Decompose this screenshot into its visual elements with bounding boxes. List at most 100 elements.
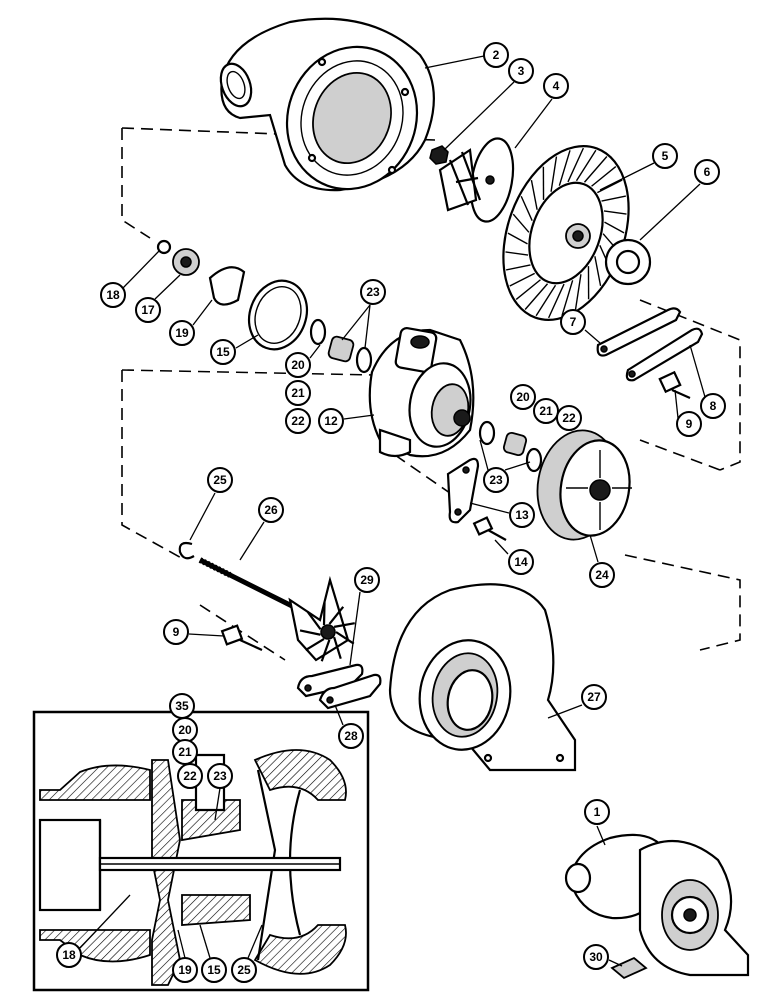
lock-plates-upper bbox=[596, 307, 704, 382]
fin-line bbox=[603, 210, 627, 215]
callout-label: 2 bbox=[493, 48, 500, 62]
leader-line-c18a bbox=[122, 249, 161, 289]
compressor-back-plate bbox=[502, 145, 630, 321]
callout-circle bbox=[172, 957, 198, 983]
callout-circle bbox=[533, 398, 559, 424]
leader-line-c7 bbox=[584, 329, 601, 344]
callout-circle bbox=[509, 502, 535, 528]
leader-line-c2 bbox=[424, 55, 485, 69]
turbine-shaft-wheel bbox=[198, 557, 355, 662]
callout-circle bbox=[560, 309, 586, 335]
turbine-blade bbox=[333, 622, 355, 628]
callout-c21c: 21 bbox=[172, 739, 198, 765]
callout-label: 17 bbox=[141, 303, 155, 317]
callout-label: 4 bbox=[553, 79, 560, 93]
leader-line-c19a bbox=[192, 299, 213, 326]
callout-c4: 4 bbox=[543, 73, 569, 99]
callout-c20b: 20 bbox=[510, 384, 536, 410]
callout-label: 8 bbox=[710, 399, 717, 413]
thrust-parts-left bbox=[156, 239, 309, 351]
callout-circle bbox=[169, 320, 195, 346]
callout-c18b: 18 bbox=[56, 942, 82, 968]
callout-circle bbox=[285, 408, 311, 434]
callout-label: 13 bbox=[515, 508, 529, 522]
callout-c17: 17 bbox=[135, 297, 161, 323]
leader-line-c23c bbox=[214, 787, 221, 821]
callout-label: 27 bbox=[587, 690, 601, 704]
leader-line-c5 bbox=[599, 162, 655, 191]
fin-line bbox=[601, 195, 627, 202]
bearing-rings-lower bbox=[478, 420, 543, 473]
leader-line-c12 bbox=[343, 414, 375, 420]
callout-label: 28 bbox=[344, 729, 358, 743]
fin-line bbox=[520, 195, 533, 221]
callout-label: 23 bbox=[213, 769, 227, 783]
leader-line-c15a bbox=[235, 334, 259, 349]
fin-line bbox=[512, 213, 530, 233]
callout-circle bbox=[56, 942, 82, 968]
callout-label: 35 bbox=[175, 699, 189, 713]
heat-shield bbox=[536, 429, 632, 541]
turbine-blade bbox=[335, 631, 355, 645]
callout-circle bbox=[201, 957, 227, 983]
callout-c20a: 20 bbox=[285, 352, 311, 378]
leader-line-c25b bbox=[247, 924, 263, 959]
fin-line bbox=[567, 147, 585, 183]
callout-circle bbox=[210, 339, 236, 365]
fin-line bbox=[505, 264, 531, 271]
leader-line-c28 bbox=[334, 704, 344, 726]
leader-line-c25a bbox=[189, 492, 216, 541]
callout-label: 19 bbox=[178, 963, 192, 977]
callout-circle bbox=[584, 799, 610, 825]
fin-line bbox=[535, 284, 557, 317]
callout-circle bbox=[207, 763, 233, 789]
fin-line bbox=[574, 274, 582, 310]
callout-c23b: 23 bbox=[483, 467, 509, 493]
callout-c18a: 18 bbox=[100, 282, 126, 308]
callout-c24: 24 bbox=[589, 562, 615, 588]
callout-label: 25 bbox=[213, 473, 227, 487]
center-bearing-housing bbox=[368, 327, 475, 458]
callout-label: 26 bbox=[264, 503, 278, 517]
callout-label: 22 bbox=[562, 411, 576, 425]
toothed-ring bbox=[604, 238, 652, 286]
leader-line-c23b bbox=[479, 439, 489, 471]
callout-circle bbox=[589, 562, 615, 588]
callout-label: 19 bbox=[175, 326, 189, 340]
callout-circle bbox=[556, 405, 582, 431]
fin-line bbox=[547, 283, 565, 319]
fin-line bbox=[507, 232, 528, 245]
callout-circle bbox=[510, 384, 536, 410]
callout-label: 15 bbox=[207, 963, 221, 977]
leader-line-c20a bbox=[309, 344, 321, 359]
callout-c8: 8 bbox=[700, 393, 726, 419]
callout-label: 14 bbox=[514, 555, 528, 569]
callout-circle bbox=[360, 279, 386, 305]
callout-label: 15 bbox=[216, 345, 230, 359]
callout-circle bbox=[508, 549, 534, 575]
callout-circle bbox=[285, 380, 311, 406]
callout-c1: 1 bbox=[584, 799, 610, 825]
fin-line bbox=[530, 180, 538, 210]
callout-layer: 1234567899121314151517181819192021222021… bbox=[56, 42, 726, 983]
callout-label: 25 bbox=[237, 963, 251, 977]
leader-line-c23a bbox=[364, 304, 371, 349]
leader-line-c6 bbox=[639, 183, 701, 241]
callout-circle bbox=[318, 408, 344, 434]
fin-line bbox=[604, 221, 625, 234]
callout-label: 21 bbox=[178, 745, 192, 759]
leader-line-c9b bbox=[188, 633, 225, 637]
turbine-blade bbox=[322, 602, 326, 626]
assembled-turbocharger bbox=[564, 833, 750, 980]
callout-label: 12 bbox=[324, 414, 338, 428]
callout-label: 23 bbox=[489, 473, 503, 487]
leader-line-c29 bbox=[349, 591, 361, 666]
fin-line bbox=[509, 272, 535, 287]
turbine-blade bbox=[320, 639, 331, 662]
callout-circle bbox=[483, 467, 509, 493]
callout-label: 21 bbox=[291, 386, 305, 400]
callout-c9a: 9 bbox=[676, 411, 702, 437]
fin-line bbox=[524, 283, 549, 310]
turbine-blade bbox=[306, 610, 322, 630]
lock-plates-lower bbox=[296, 663, 382, 710]
